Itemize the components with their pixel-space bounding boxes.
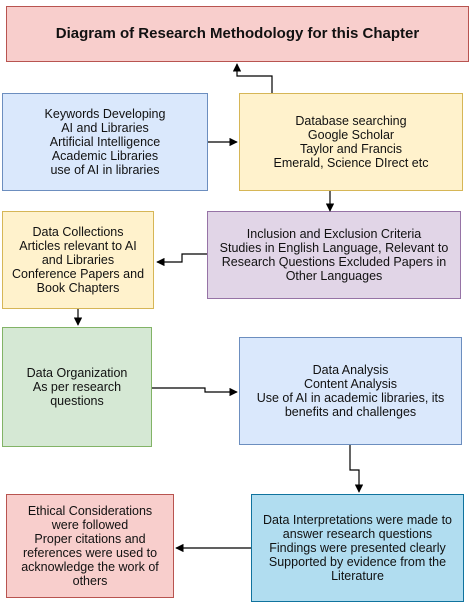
- interpretation-line: answer research questions: [282, 527, 433, 541]
- data-organization-box: Data Organization As per research questi…: [2, 327, 152, 447]
- keywords-line: use of AI in libraries: [50, 163, 160, 177]
- interpretation-line: Findings were presented clearly: [269, 541, 446, 555]
- collection-line: Conference Papers and: [11, 267, 145, 281]
- data-collection-box: Data Collections Articles relevant to AI…: [2, 211, 154, 309]
- collection-line: and Libraries: [41, 253, 115, 267]
- interpretation-line: Data Interpretations were made to: [263, 513, 452, 527]
- diagram-title: Diagram of Research Methodology for this…: [6, 6, 469, 62]
- keywords-line: Academic Libraries: [51, 149, 159, 163]
- arrow-database-to-title: [232, 63, 273, 93]
- interpretation-line: Supported by evidence from the: [268, 555, 447, 569]
- keywords-line: AI and Libraries: [61, 121, 149, 135]
- criteria-line: Other Languages: [285, 269, 383, 283]
- arrow-criteria-to-collection: [156, 253, 207, 267]
- arrow-organization-to-analysis: [152, 387, 238, 397]
- analysis-line: Content Analysis: [303, 377, 398, 391]
- ethical-line: Proper citations and: [34, 532, 146, 546]
- database-line: Database searching: [295, 114, 407, 128]
- ethical-line: acknowledge the work of: [21, 560, 159, 574]
- criteria-box: Inclusion and Exclusion Criteria Studies…: [207, 211, 461, 299]
- keywords-line: Artificial Intelligence: [49, 135, 161, 149]
- organization-line: questions: [50, 394, 104, 408]
- ethical-line: Ethical Considerations: [27, 504, 153, 518]
- database-box: Database searching Google Scholar Taylor…: [239, 93, 463, 191]
- ethical-considerations-box: Ethical Considerations were followed Pro…: [6, 494, 174, 598]
- collection-line: Articles relevant to AI: [19, 239, 137, 253]
- database-line: Emerald, Science DIrect etc: [273, 156, 429, 170]
- organization-line: Data Organization: [26, 366, 128, 380]
- ethical-line: others: [72, 574, 108, 588]
- organization-line: As per research: [32, 380, 122, 394]
- database-line: Taylor and Francis: [299, 142, 403, 156]
- analysis-line: benefits and challenges: [284, 405, 417, 419]
- criteria-line: Inclusion and Exclusion Criteria: [246, 227, 422, 241]
- collection-line: Data Collections: [32, 225, 124, 239]
- ethical-line: were followed: [51, 518, 129, 532]
- database-line: Google Scholar: [307, 128, 395, 142]
- criteria-line: Research Questions Excluded Papers in: [221, 255, 447, 269]
- data-interpretation-box: Data Interpretations were made to answer…: [251, 494, 464, 602]
- analysis-line: Use of AI in academic libraries, its: [256, 391, 445, 405]
- criteria-line: Studies in English Language, Relevant to: [219, 241, 449, 255]
- diagram-title-text: Diagram of Research Methodology for this…: [55, 25, 420, 42]
- ethical-line: references were used to: [22, 546, 158, 560]
- data-analysis-box: Data Analysis Content Analysis Use of AI…: [239, 337, 462, 445]
- keywords-line: Keywords Developing: [44, 107, 166, 121]
- analysis-line: Data Analysis: [312, 363, 389, 377]
- interpretation-line: Literature: [331, 569, 384, 583]
- arrow-analysis-to-interpretation: [349, 445, 364, 493]
- collection-line: Book Chapters: [36, 281, 120, 295]
- keywords-box: Keywords Developing AI and Libraries Art…: [2, 93, 208, 191]
